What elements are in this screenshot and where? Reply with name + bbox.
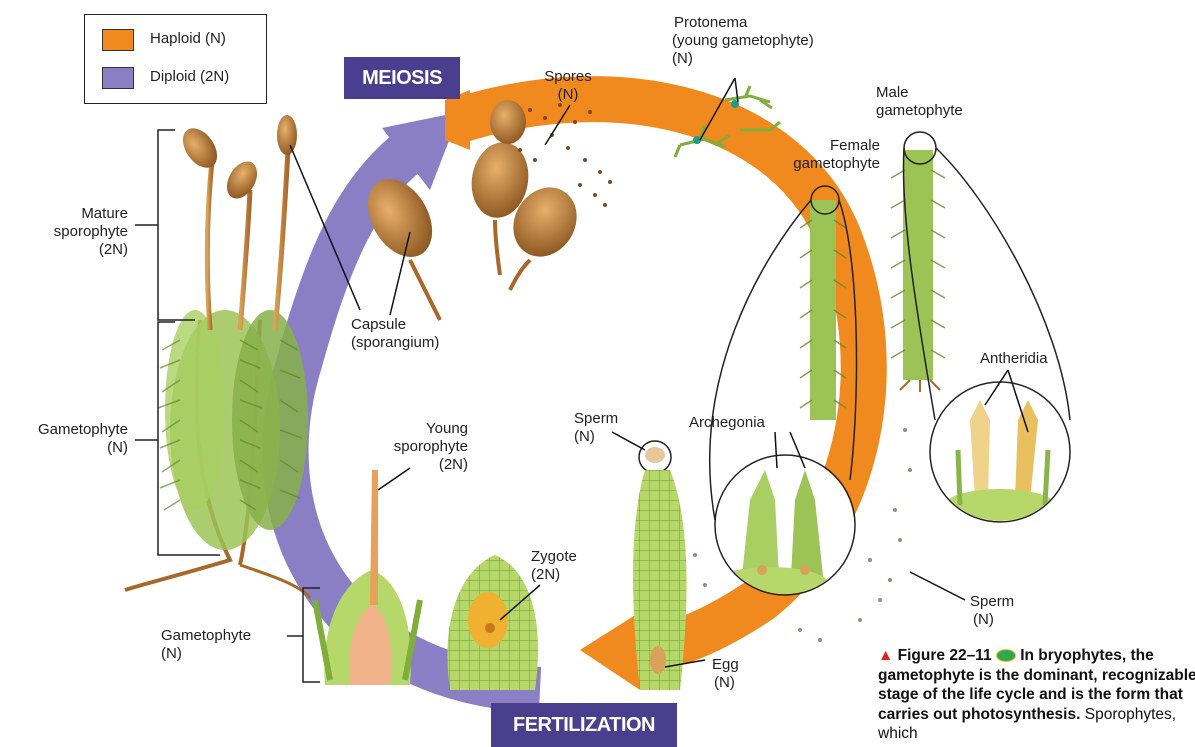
spores-label: Spores (N)	[537, 68, 599, 104]
capsule-label: Capsule (sporangium)	[351, 316, 439, 352]
meiosis-label: MEIOSIS	[344, 57, 460, 99]
female-gametophyte-label: Female gametophyte	[756, 137, 880, 173]
diploid-label: Diploid (2N)	[150, 68, 229, 85]
haploid-swatch	[102, 29, 134, 51]
figure-caption: ▲ Figure 22–11 In bryophytes, the gameto…	[878, 646, 1195, 744]
zygote-structure	[447, 555, 538, 690]
diploid-swatch	[102, 67, 134, 89]
fertilization-label: FERTILIZATION	[491, 703, 677, 747]
archegonia-label: Archegonia	[689, 414, 765, 432]
mature-sporophyte-label: Mature sporophyte (2N)	[32, 205, 128, 259]
caption-triangle-icon: ▲	[878, 647, 893, 664]
archegonia-detail	[710, 455, 855, 603]
male-gametophyte-plant	[891, 150, 945, 392]
zygote-label: Zygote (2N)	[531, 548, 577, 584]
caption-badge-icon	[996, 649, 1016, 662]
legend: Haploid (N) Diploid (2N)	[84, 14, 267, 104]
male-gametophyte-label: Male gametophyte	[876, 84, 963, 120]
gametophyte-left-label: Gametophyte (N)	[14, 421, 128, 457]
antheridia-label: Antheridia	[980, 350, 1048, 368]
haploid-arrowhead	[580, 612, 640, 690]
archegonium-egg	[633, 447, 687, 690]
haploid-arrowhead-top	[445, 90, 470, 150]
haploid-label: Haploid (N)	[150, 30, 226, 47]
sperm-right-label: Sperm (N)	[970, 593, 1014, 629]
young-sporophyte-label: Young sporophyte (2N)	[358, 420, 468, 474]
sperm-left-label: Sperm (N)	[574, 410, 618, 446]
egg-label: Egg (N)	[712, 656, 739, 692]
figure-number: Figure 22–11	[898, 647, 992, 664]
gametophyte-bottom-label: Gametophyte (N)	[161, 627, 251, 663]
protonema-label: Protonema (young gametophyte) (N)	[672, 14, 814, 68]
